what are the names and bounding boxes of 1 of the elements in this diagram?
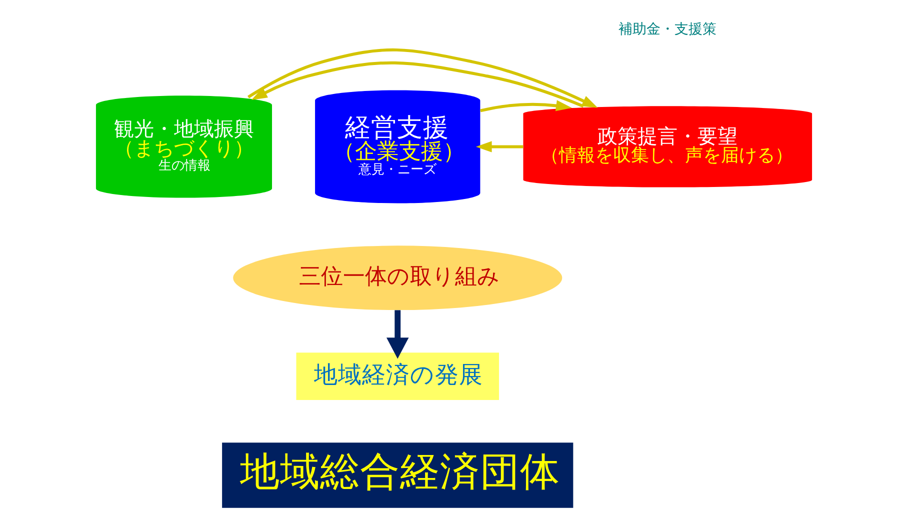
label: 補助金・支援策 (618, 22, 717, 38)
